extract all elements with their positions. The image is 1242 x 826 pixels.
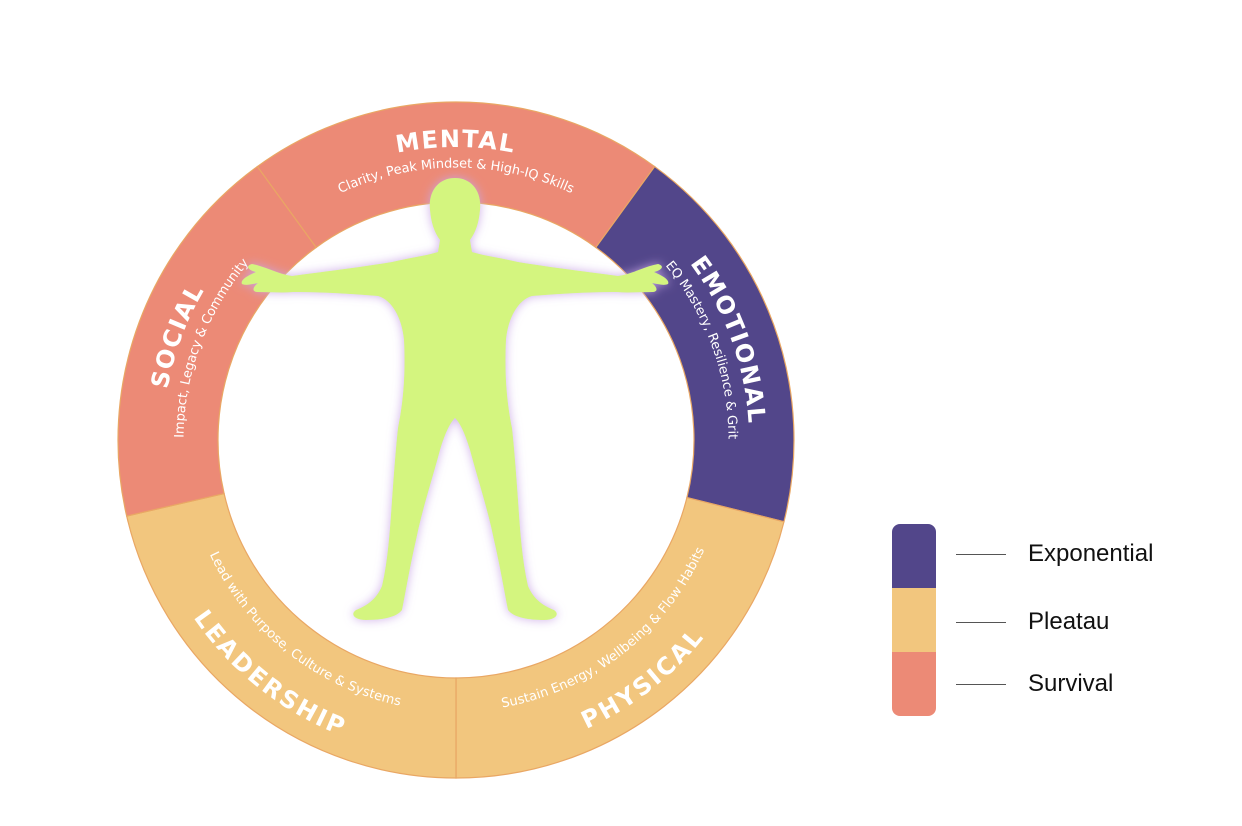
legend-swatch-pleatau <box>892 588 936 652</box>
segment-physical <box>455 496 785 779</box>
legend-connector <box>956 621 1006 623</box>
legend-label-pleatau: Pleatau <box>1028 608 1110 635</box>
human-figure-icon <box>241 178 669 620</box>
legend-label-survival: Survival <box>1028 670 1114 697</box>
legend-color-bar <box>892 524 936 716</box>
legend-connector <box>956 553 1006 555</box>
legend-item-exponential: Exponential <box>956 539 1153 569</box>
legend-connector <box>956 683 1006 685</box>
legend-label-exponential: Exponential <box>1028 540 1154 567</box>
segment-social <box>117 165 317 517</box>
legend: Exponential Pleatau Survival <box>892 524 1232 720</box>
legend-swatch-exponential <box>892 524 936 588</box>
segment-emotional <box>595 165 795 523</box>
segment-leadership <box>125 492 457 779</box>
legend-item-pleatau: Pleatau <box>956 607 1109 637</box>
legend-item-survival: Survival <box>956 669 1113 699</box>
legend-swatch-survival <box>892 652 936 716</box>
